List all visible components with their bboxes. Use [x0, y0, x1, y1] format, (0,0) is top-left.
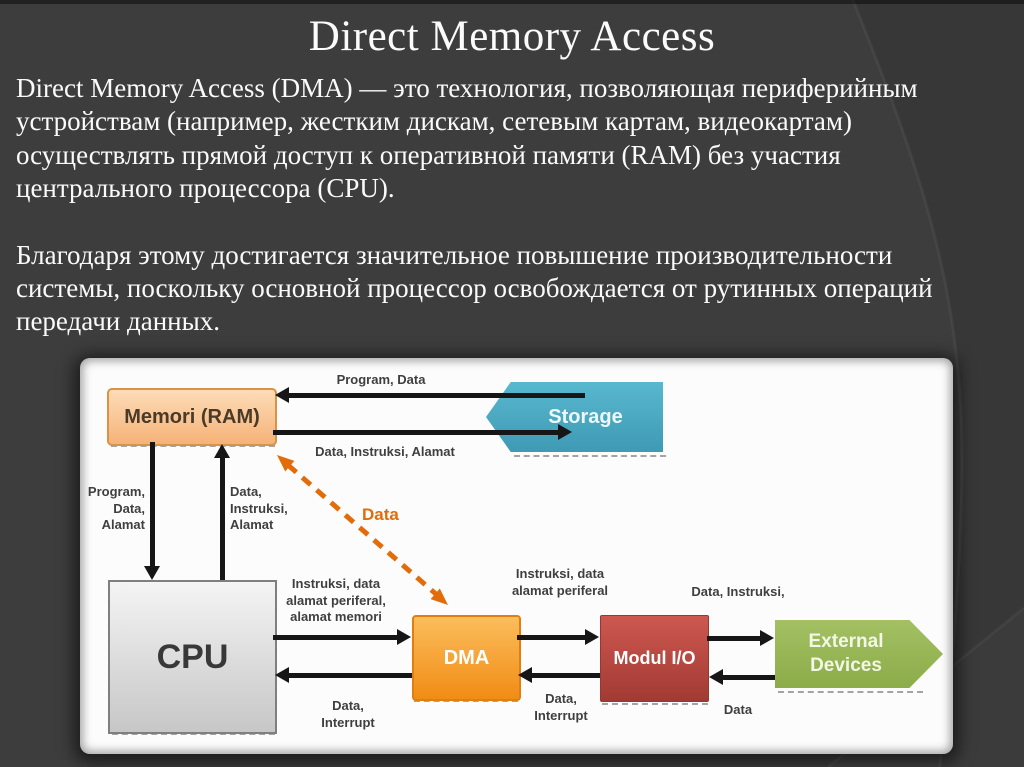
arrow-external-to-modul — [723, 675, 775, 680]
arrowhead-up-icon — [214, 444, 230, 458]
node-cpu: CPU — [108, 580, 277, 734]
arrow-memori-to-storage — [273, 430, 558, 435]
arrowhead-down-icon — [144, 566, 160, 580]
arrow-cpu-to-dma — [273, 635, 397, 640]
shadow-line — [414, 700, 518, 702]
dma-diagram: Memori (RAM) Storage CPU DMA Modul I/O E… — [80, 358, 953, 754]
arrow-modul-to-dma — [532, 673, 600, 678]
edge-label-storage-memori: Program, Data — [336, 372, 426, 387]
paragraph2-line: системы, поскольку основной процессор ос… — [16, 273, 933, 304]
shadow-line — [112, 733, 275, 735]
paragraph2-line: передачи данных. — [16, 306, 220, 337]
node-external-devices: External Devices — [775, 620, 943, 688]
node-storage-label: Storage — [548, 405, 623, 428]
node-dma: DMA — [412, 615, 521, 701]
edge-label-dma-modul: Instruksi, data alamat periferal — [511, 566, 609, 598]
arrowhead-left-icon — [275, 667, 289, 683]
node-cpu-label: CPU — [156, 637, 229, 676]
node-modul-io-label: Modul I/O — [613, 648, 696, 668]
shadow-line — [602, 703, 708, 705]
arrowhead-left-icon — [275, 387, 289, 403]
arrowhead-left-icon — [518, 667, 532, 683]
edge-label-memori-storage: Data, Instruksi, Alamat — [315, 444, 455, 459]
paragraph1-line: устройствам (например, жестким дискам, с… — [16, 106, 852, 137]
shadow-line — [514, 455, 666, 457]
arrowhead-left-icon — [709, 669, 723, 685]
arrowhead-right-icon — [760, 630, 774, 646]
node-memori-ram: Memori (RAM) — [107, 388, 277, 446]
paragraph1-line: центрального процессора (CPU). — [16, 173, 395, 204]
edge-label-cpu-memori: Data, Instruksi, Alamat — [230, 484, 288, 532]
arrow-cpu-to-memori — [220, 458, 225, 580]
arrow-storage-to-memori — [289, 393, 585, 398]
arrowhead-right-icon — [585, 629, 599, 645]
edge-label-memori-cpu: Program, Data, Alamat — [87, 484, 145, 532]
shadow-line — [111, 445, 275, 447]
edge-label-cpu-dma: Instruksi, data alamat periferal, alamat… — [286, 576, 386, 624]
edge-label-dma-cpu: Data, Interrupt — [321, 698, 375, 730]
node-external-devices-label: Devices — [810, 655, 882, 676]
edge-label-external-modul: Data — [723, 702, 753, 717]
edge-label-modul-dma: Data, Interrupt — [534, 691, 588, 723]
body-text: Direct Memory Access (DMA) — это техноло… — [16, 72, 1016, 339]
paragraph1-line: Direct Memory Access (DMA) — это техноло… — [16, 73, 918, 103]
node-dma-label: DMA — [443, 646, 490, 669]
arrowhead-right-icon — [558, 424, 572, 440]
page-title: Direct Memory Access — [308, 13, 716, 60]
arrow-modul-to-external — [707, 636, 760, 641]
shadow-line — [778, 691, 923, 693]
arrow-memori-to-cpu — [150, 442, 155, 566]
edge-label-modul-external: Data, Instruksi, — [691, 584, 785, 599]
node-external-devices-label: External — [808, 631, 884, 652]
node-memori-ram-label: Memori (RAM) — [124, 405, 260, 428]
node-modul-io: Modul I/O — [600, 615, 709, 702]
arrowhead-right-icon — [397, 629, 411, 645]
arrow-dma-to-cpu — [289, 673, 412, 678]
paragraph1-line: осуществлять прямой доступ к оперативной… — [16, 139, 841, 170]
slide-top-border — [0, 0, 1024, 4]
paragraph2-line: Благодаря этому достигается значительное… — [16, 239, 893, 270]
edge-label-dashed-data: Data — [362, 505, 399, 524]
arrow-dma-to-modul — [517, 635, 585, 640]
